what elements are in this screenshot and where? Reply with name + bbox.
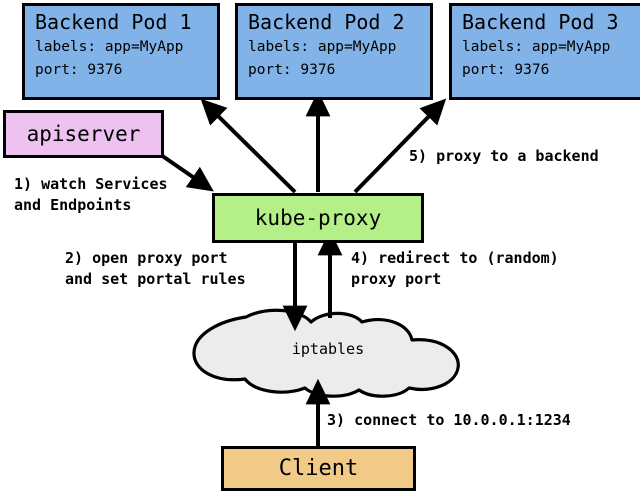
backend-pod-2-box[interactable]: Backend Pod 2 labels: app=MyApp port: 93… — [235, 3, 433, 100]
step-4-line-2: proxy port — [351, 270, 442, 288]
step-4-line-1: 4) redirect to (random) — [351, 249, 559, 267]
iptables-label: iptables — [291, 340, 365, 358]
iptables-cloud-shape — [192, 308, 460, 398]
apiserver-label: apiserver — [26, 122, 141, 146]
client-label: Client — [278, 456, 359, 481]
step-2-label: 2) open proxy port and set portal rules — [65, 248, 246, 290]
step-3-label: 3) connect to 10.0.0.1:1234 — [327, 410, 571, 431]
step-5-label: 5) proxy to a backend — [409, 146, 599, 167]
backend-pod-2-port: port: 9376 — [248, 62, 336, 78]
step-1-line-1: 1) watch Services — [14, 175, 168, 193]
backend-pod-3-port: port: 9376 — [462, 62, 550, 78]
backend-pod-2-title: Backend Pod 2 — [248, 10, 405, 34]
client-box[interactable]: Client — [221, 446, 416, 491]
backend-pod-3-labels: labels: app=MyApp — [462, 39, 611, 55]
backend-pod-1-labels: labels: app=MyApp — [35, 39, 184, 55]
step-4-label: 4) redirect to (random) proxy port — [351, 248, 559, 290]
arrow-kubeproxy-to-pod3 — [353, 98, 447, 194]
kube-proxy-label: kube-proxy — [254, 206, 382, 230]
step-2-line-1: 2) open proxy port — [65, 249, 228, 267]
backend-pod-1-box[interactable]: Backend Pod 1 labels: app=MyApp port: 93… — [22, 3, 220, 100]
step-2-line-2: and set portal rules — [65, 270, 246, 288]
apiserver-box[interactable]: apiserver — [3, 110, 164, 158]
step-5-line-1: 5) proxy to a backend — [409, 147, 599, 165]
backend-pod-1-title: Backend Pod 1 — [35, 10, 192, 34]
backend-pod-3-title: Backend Pod 3 — [462, 10, 619, 34]
step-3-line-1: 3) connect to 10.0.0.1:1234 — [327, 411, 571, 429]
step-1-line-2: and Endpoints — [14, 196, 132, 214]
backend-pod-3-box[interactable]: Backend Pod 3 labels: app=MyApp port: 93… — [449, 3, 640, 100]
step-1-label: 1) watch Services and Endpoints — [14, 174, 168, 216]
backend-pod-1-port: port: 9376 — [35, 62, 123, 78]
backend-pod-2-labels: labels: app=MyApp — [248, 39, 397, 55]
arrow-kubeproxy-to-pod1 — [200, 98, 297, 194]
arrow-apiserver-to-kubeproxy — [159, 153, 214, 192]
kube-proxy-box[interactable]: kube-proxy — [212, 193, 424, 243]
